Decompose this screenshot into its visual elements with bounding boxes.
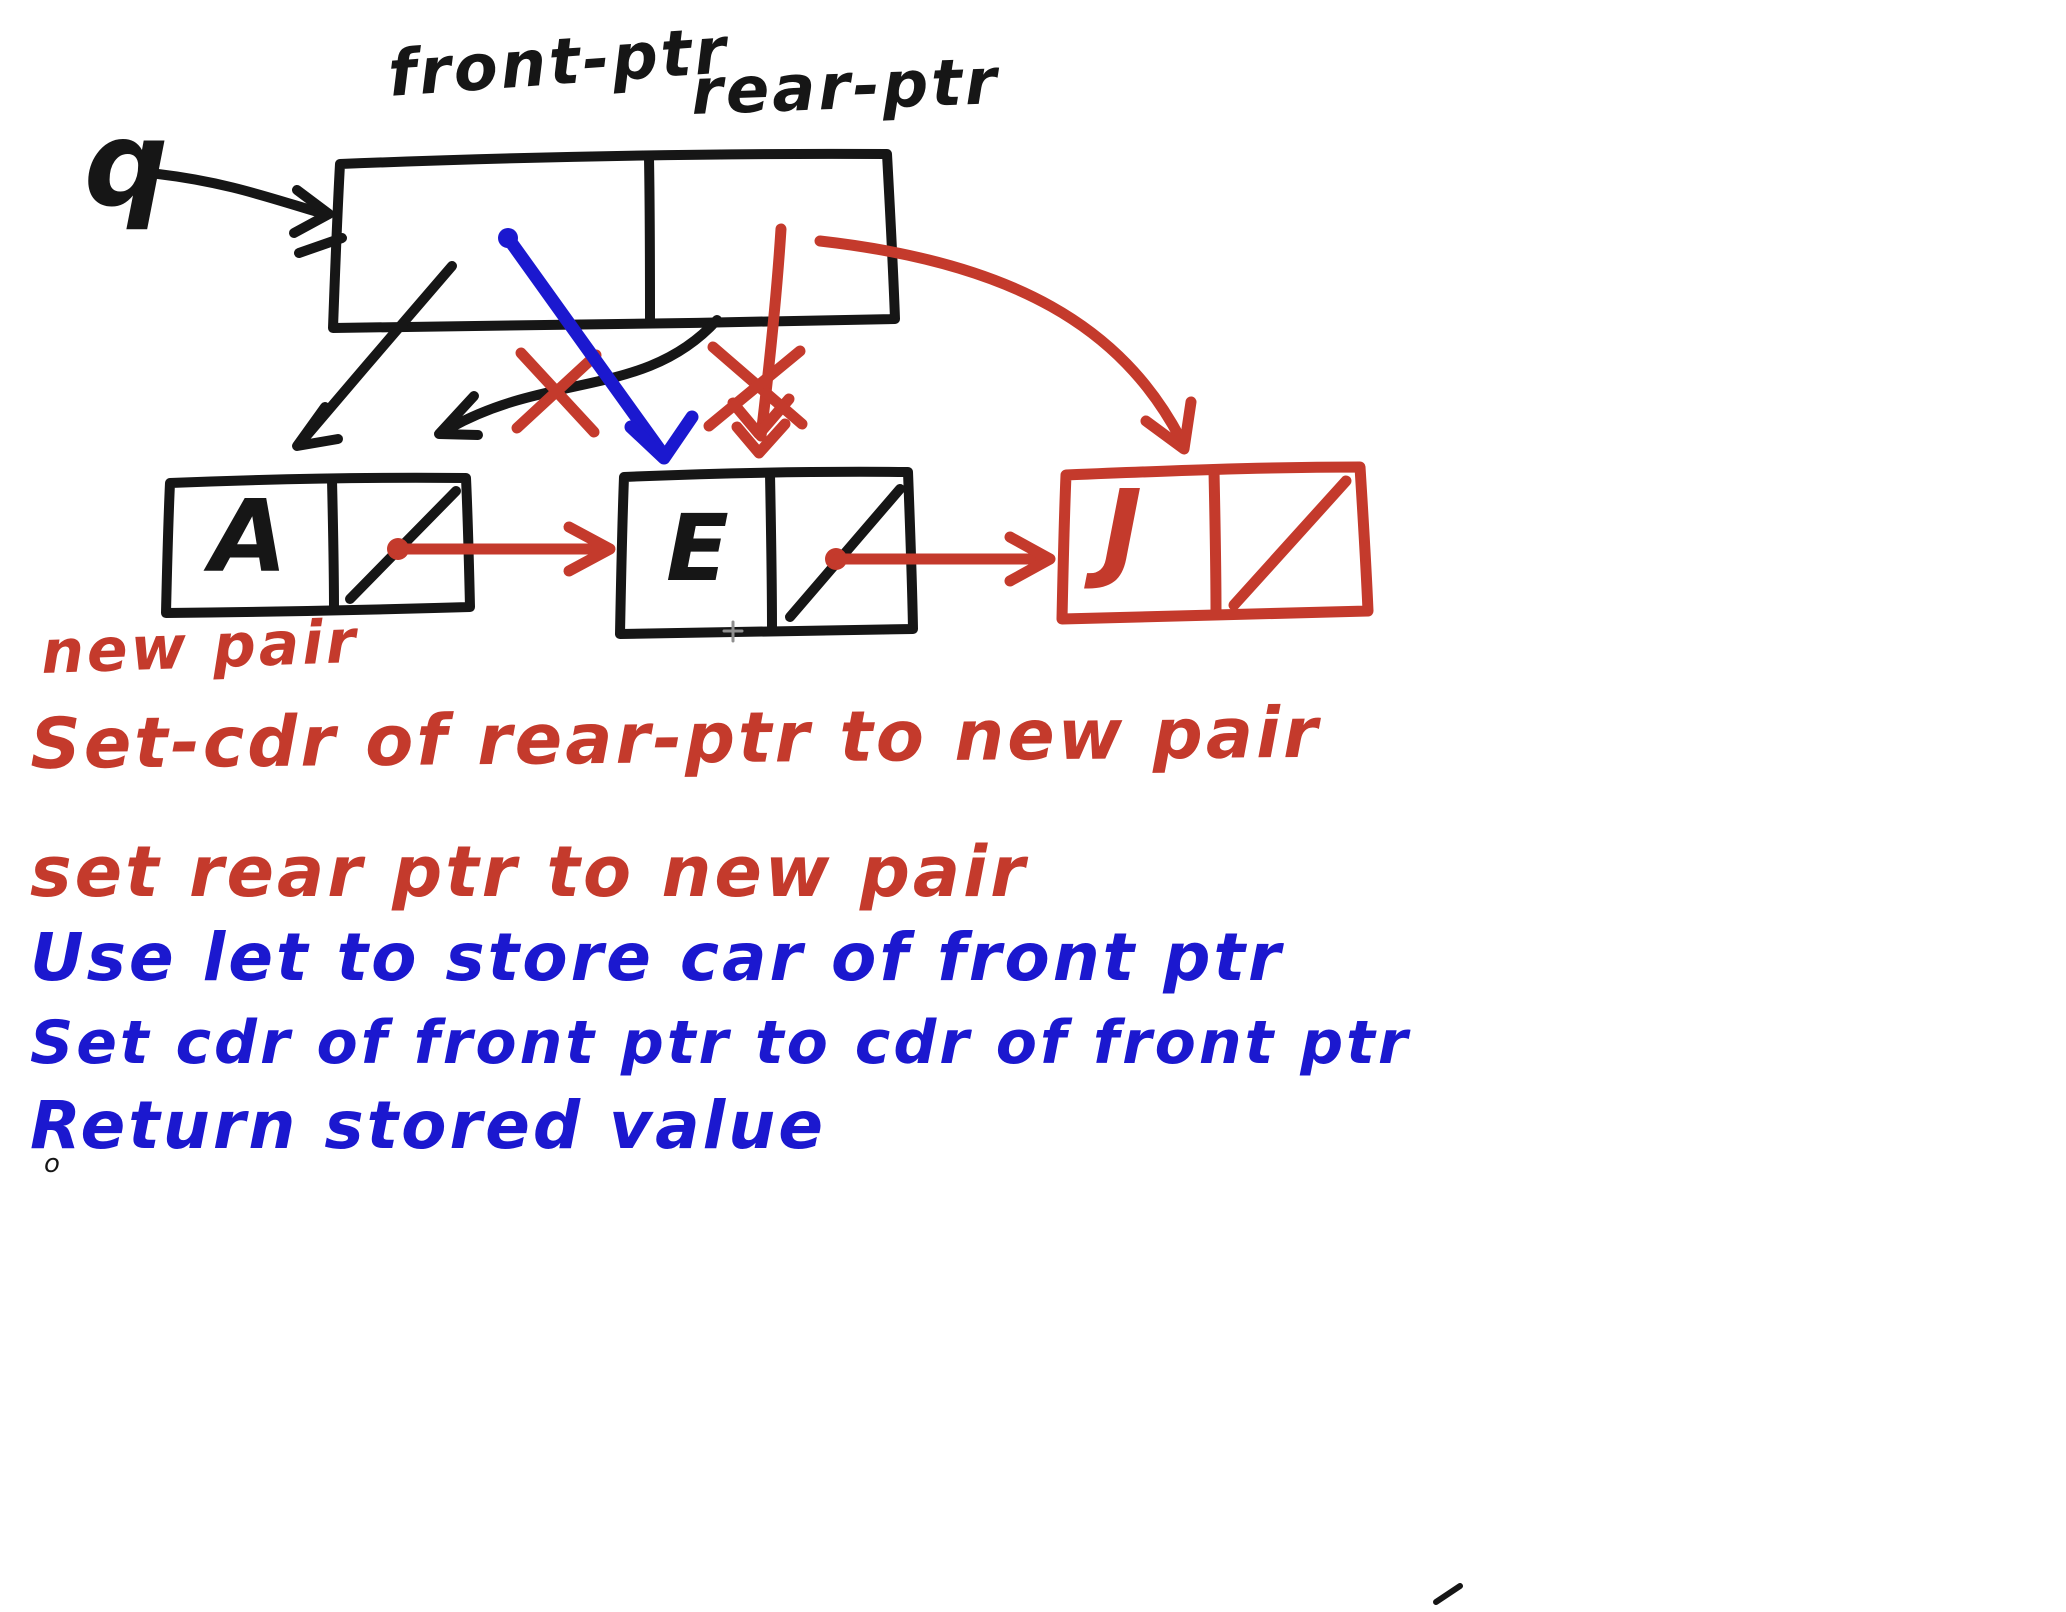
note-set-cdr-front: Set cdr of front ptr to cdr of front ptr <box>30 1008 1411 1078</box>
link-e-to-j-arrow <box>825 531 1056 587</box>
note-new-pair: new pair <box>39 606 360 688</box>
queue-var-label: q <box>84 95 172 233</box>
queue-var-arrow <box>153 169 347 258</box>
rear-link-crossout-x <box>703 341 808 432</box>
queue-header-pair-box <box>328 148 900 333</box>
stray-corner-stroke <box>1433 1583 1463 1605</box>
pair-e-box <box>615 466 918 639</box>
front-link-crossout-x <box>511 347 602 438</box>
rear-ptr-new-arrow <box>814 235 1197 455</box>
front-ptr-car-arrow <box>292 261 457 451</box>
pair-j-box <box>1056 461 1374 625</box>
front-ptr-curved-arrow <box>434 315 722 440</box>
rear-ptr-label: rear-ptr <box>689 45 1001 130</box>
rear-ptr-old-arrow <box>727 223 795 459</box>
note-use-let: Use let to store car of front ptr <box>30 919 1284 996</box>
front-ptr-new-arrow <box>498 228 699 465</box>
cell-e-label: E <box>666 495 732 602</box>
note-return-value: Return stored value <box>30 1087 826 1164</box>
crosshair-mark <box>722 620 744 643</box>
cell-a-label: A <box>210 478 291 595</box>
link-a-to-e-arrow <box>387 521 616 577</box>
stray-mark-o: o <box>44 1149 63 1179</box>
cell-j-label: J <box>1102 468 1146 593</box>
note-set-cdr-rear: Set-cdr of rear-ptr to new pair <box>29 691 1321 785</box>
note-set-rear-ptr: set rear ptr to new pair <box>30 831 1028 913</box>
